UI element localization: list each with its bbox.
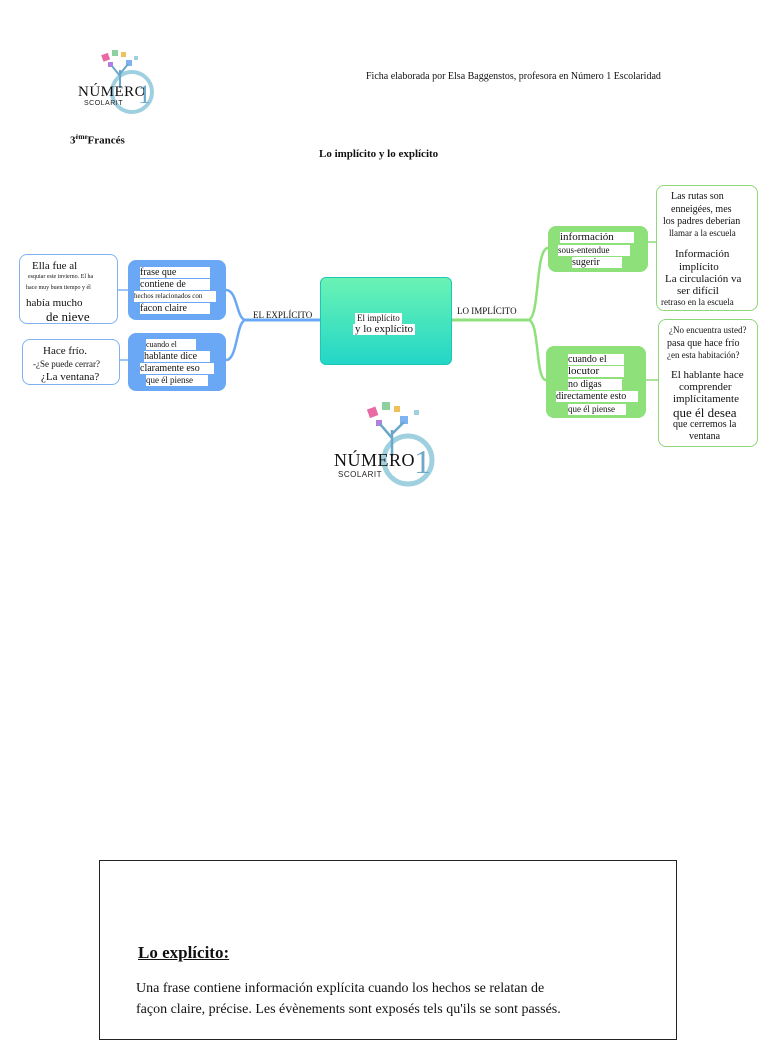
center-line1: El implícito bbox=[355, 313, 402, 324]
logo-word: NÚMERO bbox=[78, 84, 147, 100]
logo-number: 1 bbox=[138, 80, 151, 109]
right-node-2: cuando el locutor no digas directamente … bbox=[546, 346, 646, 418]
document-box: Lo explícito: Una frase contiene informa… bbox=[99, 860, 677, 1040]
left-branch-label: EL EXPLÍCITO bbox=[253, 310, 313, 320]
logo-tree-icon bbox=[366, 402, 435, 487]
mindmap-connectors bbox=[118, 241, 658, 382]
logo-center: NÚMERO 1 SCOLARIT bbox=[334, 400, 438, 492]
header-credit: Ficha elaborada por Elsa Baggenstos, pro… bbox=[366, 71, 661, 82]
right-branch-label: LO IMPLÍCITO bbox=[457, 306, 517, 316]
doc-heading: Lo explícito: bbox=[138, 943, 230, 962]
right-example-2: ¿No encuentra usted? pasa que hace frío … bbox=[658, 319, 758, 447]
logo-number: 1 bbox=[414, 444, 431, 481]
logo-word: NÚMERO bbox=[334, 450, 416, 470]
right-node-1: información sous-entendue sugerir bbox=[548, 226, 648, 272]
left-node-2: cuando el hablante dice claramente eso q… bbox=[128, 333, 226, 391]
right-example-1: Las rutas son enneigées, mes los padres … bbox=[656, 185, 758, 311]
left-node-1: frase que contiene de hechos relacionado… bbox=[128, 260, 226, 320]
center-line2: y lo explícito bbox=[353, 323, 416, 335]
left-example-2: Hace frío. -¿Se puede cerrar? ¿La ventan… bbox=[22, 339, 120, 385]
left-example-1: Ella fue al esquiar este invierno. El ha… bbox=[19, 254, 118, 324]
grade-label: 3èmeFrancés bbox=[70, 133, 125, 147]
logo-tree-icon bbox=[101, 50, 154, 114]
doc-paragraph-line-1: Una frase contiene información explícita… bbox=[136, 981, 545, 996]
logo-sub: SCOLARIT bbox=[84, 100, 124, 107]
doc-paragraph-line-2: façon claire, précise. Les évènements so… bbox=[136, 1002, 561, 1017]
logo-top: NÚMERO 1 SCOLARIT bbox=[76, 48, 166, 118]
logo-sub: SCOLARIT bbox=[338, 470, 383, 479]
page-title: Lo implícito y lo explícito bbox=[319, 148, 439, 160]
center-node: El implícito y lo explícito bbox=[320, 277, 452, 365]
